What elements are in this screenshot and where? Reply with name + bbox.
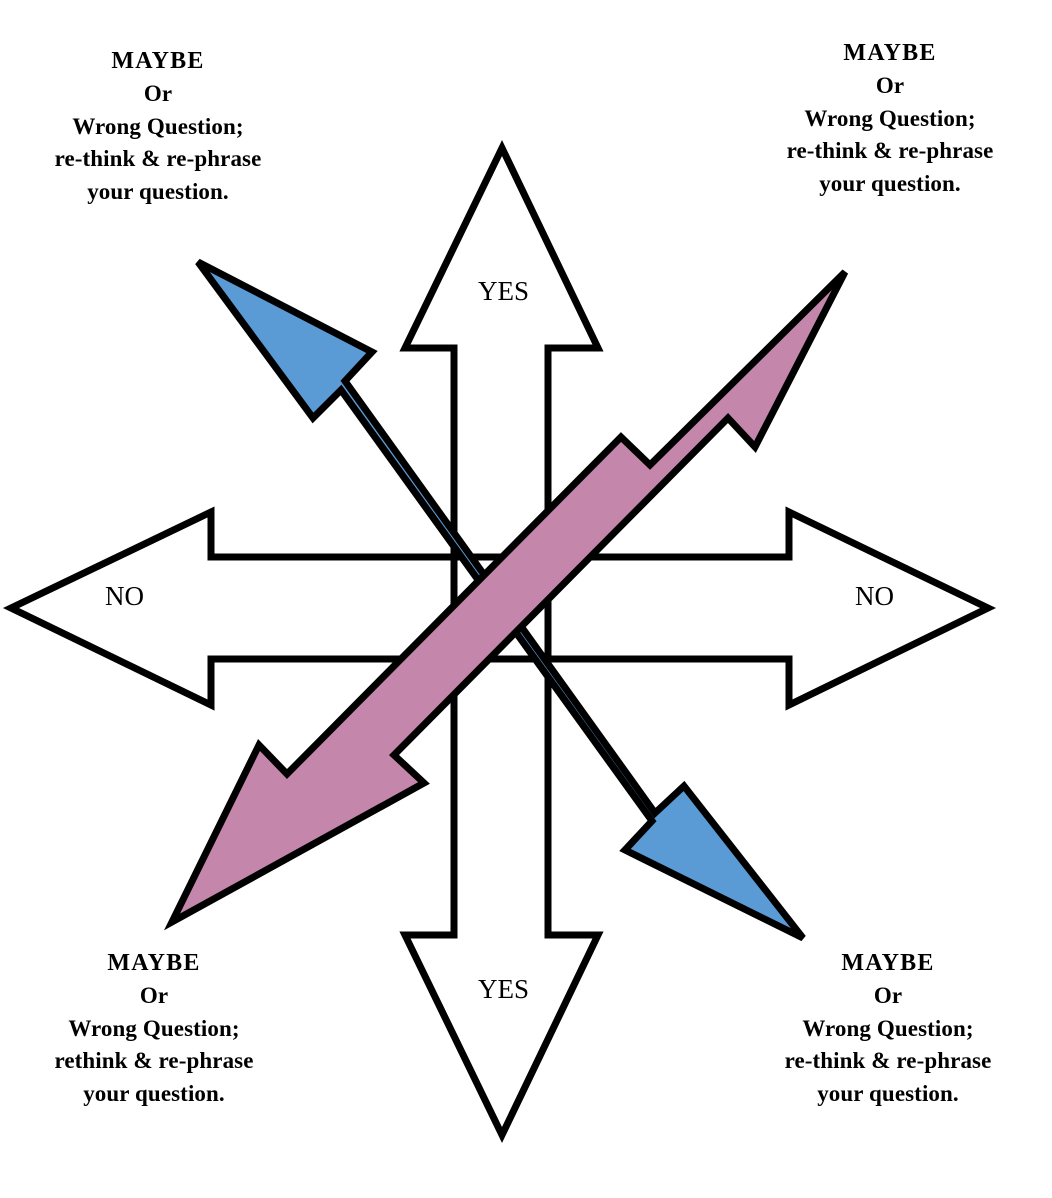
pink-diagonal-arrow[interactable] [163, 269, 849, 931]
axis-arrow-down[interactable] [399, 655, 604, 1144]
axis-arrow-right[interactable] [544, 506, 997, 711]
